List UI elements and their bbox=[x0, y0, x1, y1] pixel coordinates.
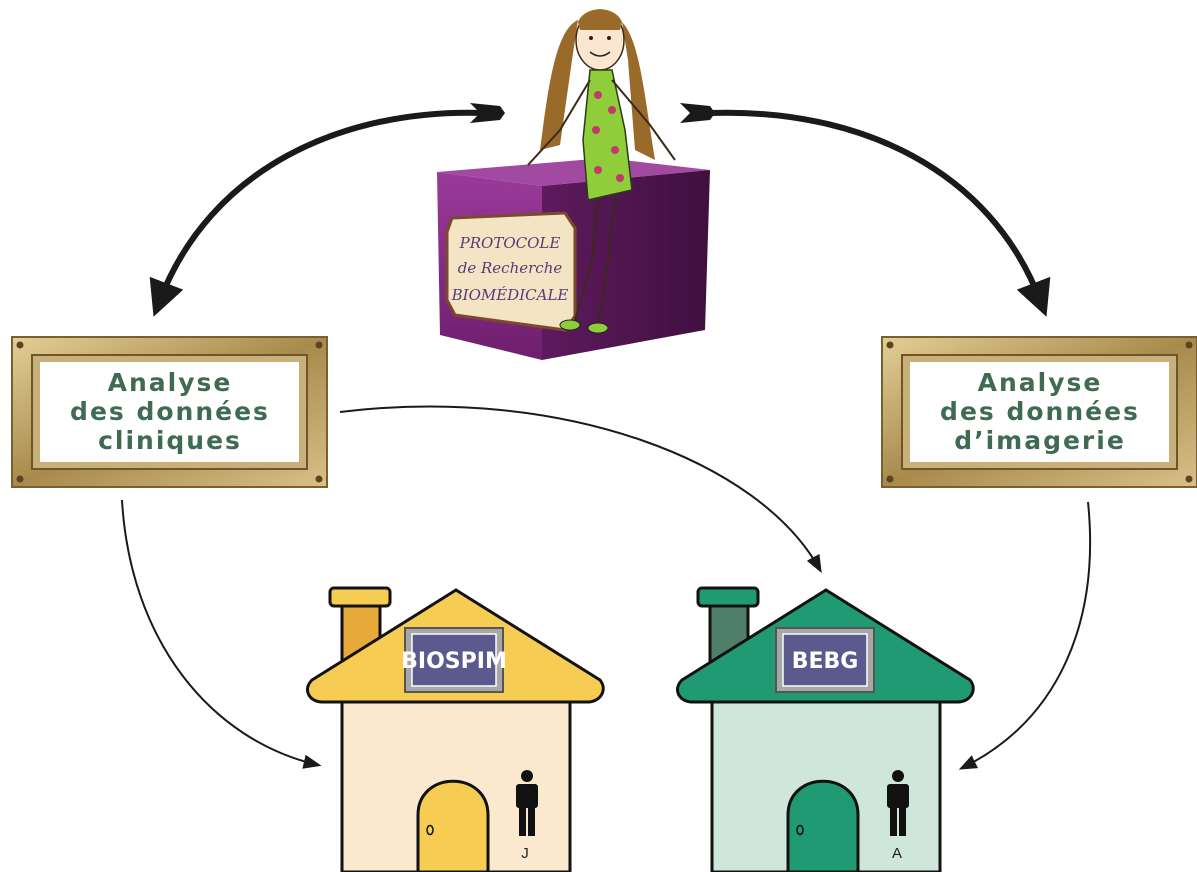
person-letter-j: J bbox=[521, 845, 529, 862]
arrow-top-left bbox=[160, 113, 485, 300]
sign-bebg: BEBG bbox=[776, 628, 874, 692]
frame-clinical-line2: des données bbox=[70, 397, 270, 426]
sign-biospim: BIOSPIM bbox=[401, 628, 507, 692]
frame-imaging-line2: des données bbox=[940, 397, 1140, 426]
protocol-label: PROTOCOLE de Recherche BIOMÉDICALE bbox=[447, 213, 575, 330]
person-letter-a: A bbox=[892, 845, 902, 862]
arrow-left-frame-to-right-house bbox=[340, 406, 820, 570]
sign-bebg-label: BEBG bbox=[792, 649, 859, 674]
protocol-line1: PROTOCOLE bbox=[459, 234, 561, 252]
protocol-line3: BIOMÉDICALE bbox=[451, 286, 569, 304]
frame-imaging-line3: d’imagerie bbox=[954, 426, 1126, 455]
arrow-right-frame-to-right-house bbox=[962, 502, 1090, 768]
frame-clinical: Analyse des données cliniques bbox=[12, 337, 327, 487]
sign-biospim-label: BIOSPIM bbox=[401, 649, 507, 674]
house-bebg: BEBG A bbox=[677, 588, 973, 872]
protocol-line2: de Recherche bbox=[458, 259, 563, 277]
frame-clinical-line1: Analyse bbox=[108, 368, 233, 397]
arrow-top-right bbox=[710, 113, 1040, 300]
house-biospim: BIOSPIM J bbox=[307, 588, 603, 872]
frame-imaging-line1: Analyse bbox=[978, 368, 1103, 397]
arrow-left-frame-to-left-house bbox=[122, 500, 318, 765]
frame-imaging: Analyse des données d’imagerie bbox=[882, 337, 1197, 487]
frame-clinical-line3: cliniques bbox=[98, 426, 242, 455]
arrow-top-right-tail bbox=[680, 103, 715, 123]
